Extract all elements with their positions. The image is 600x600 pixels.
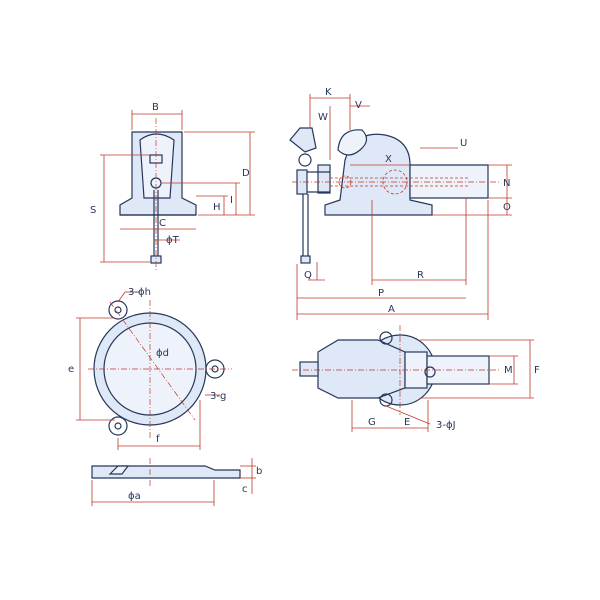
label-M: M: [504, 365, 513, 376]
label-a: ϕa: [128, 491, 141, 502]
label-J: 3-ϕJ: [436, 420, 456, 431]
label-W: W: [318, 112, 328, 123]
label-C: C: [159, 218, 166, 229]
label-H: H: [213, 202, 221, 213]
label-g: 3-g: [210, 391, 226, 402]
label-E: E: [404, 417, 410, 428]
label-U: U: [460, 138, 467, 149]
label-T: ϕT: [166, 235, 180, 246]
side-view: [289, 94, 512, 320]
base-plan-view: [76, 291, 232, 450]
label-G: G: [368, 417, 376, 428]
label-S: S: [90, 205, 96, 216]
front-view: [100, 110, 255, 270]
label-f: f: [156, 434, 160, 445]
label-D: D: [242, 168, 250, 179]
top-plan-view: [292, 325, 534, 432]
label-e: e: [68, 364, 74, 375]
label-b: b: [256, 466, 262, 477]
label-V: V: [355, 100, 362, 111]
label-A: A: [388, 304, 395, 315]
label-h: 3-ϕh: [128, 287, 151, 298]
label-c: c: [242, 484, 248, 495]
base-section-view: [91, 458, 256, 506]
label-d: ϕd: [156, 348, 169, 359]
label-X: X: [385, 154, 392, 165]
label-I: I: [230, 195, 233, 206]
label-B: B: [152, 102, 159, 113]
label-P: P: [378, 288, 384, 299]
label-R: R: [417, 270, 424, 281]
label-K: K: [325, 87, 332, 98]
label-Q: Q: [304, 270, 312, 281]
label-O: O: [503, 202, 511, 213]
label-N: N: [503, 178, 510, 189]
label-F: F: [534, 365, 540, 376]
